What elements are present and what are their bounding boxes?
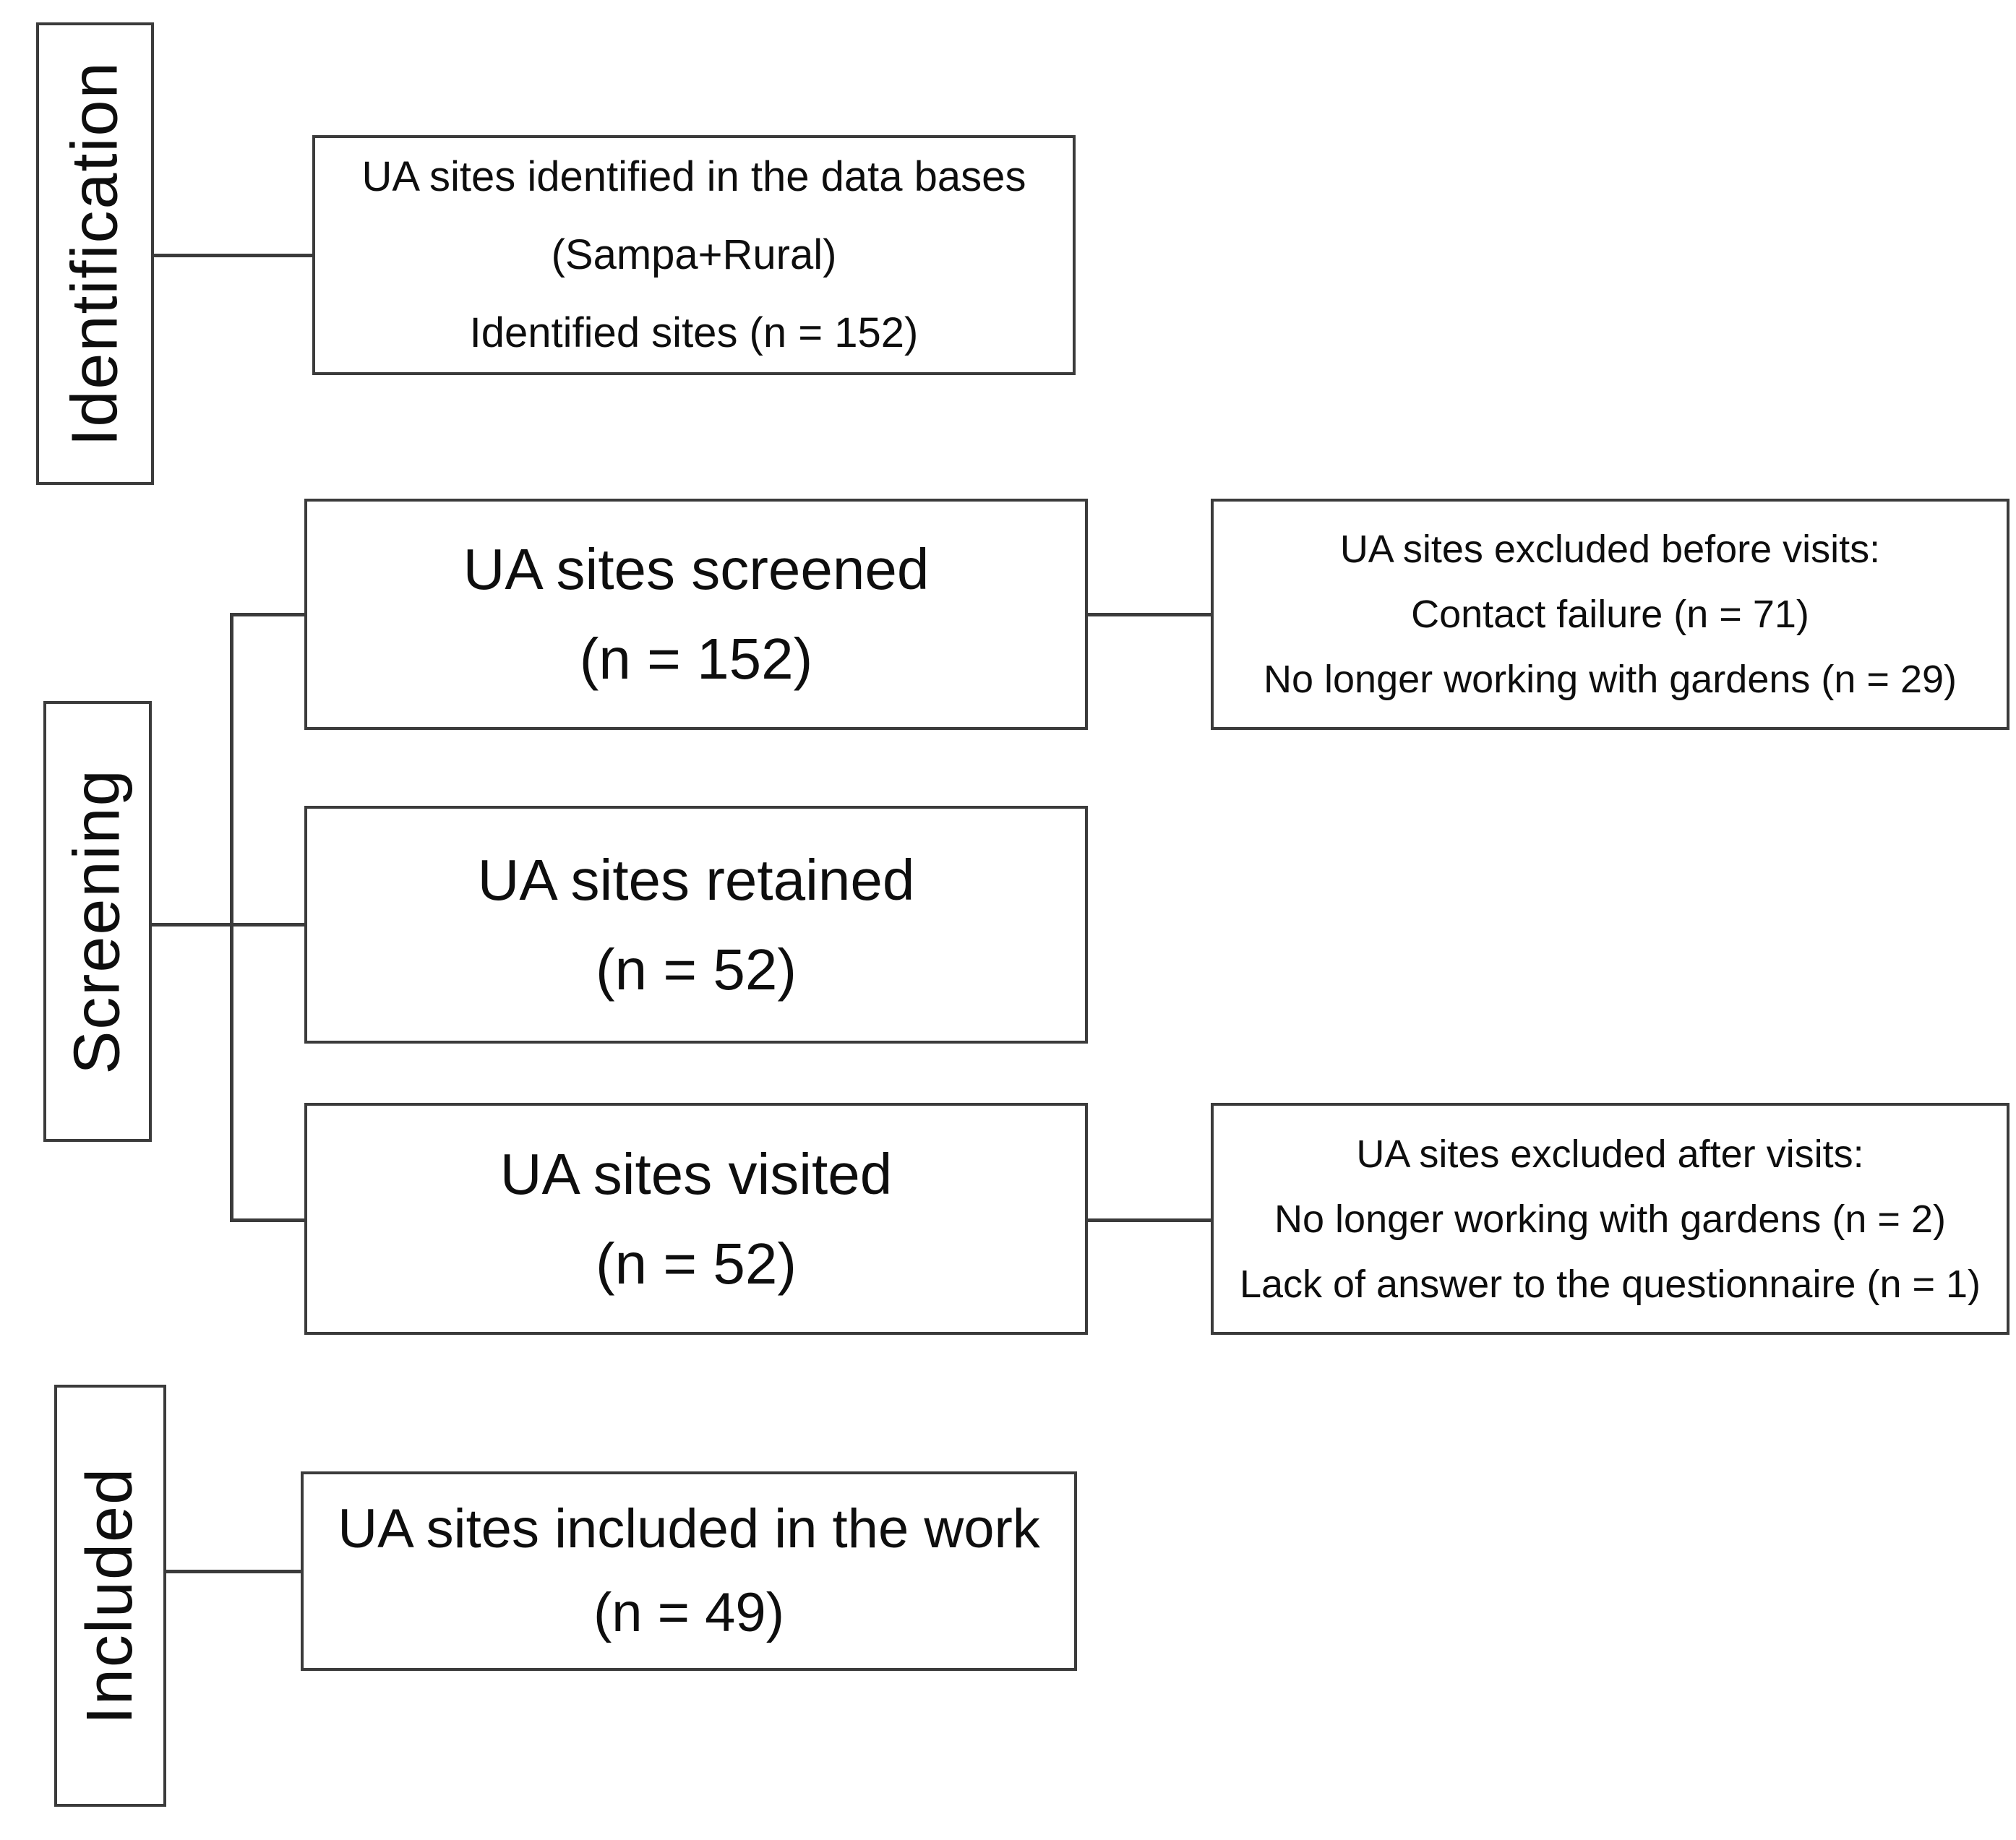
box-identified-sites: UA sites identified in the data bases (S… <box>312 135 1076 375</box>
box-visited-count: (n = 52) <box>596 1231 797 1296</box>
box-included-work-line-1: UA sites included in the work <box>338 1498 1040 1560</box>
box-screened-line-1: UA sites screened <box>463 537 930 601</box>
stage-label-included-text: Included <box>74 1466 147 1725</box>
box-excluded-before-line-1: UA sites excluded before visits: <box>1339 528 1881 571</box>
connector-screening-to-retained <box>152 923 304 927</box>
box-excluded-after-line-1: UA sites excluded after visits: <box>1356 1132 1864 1176</box>
stage-label-identification: Identification <box>36 22 154 485</box>
stage-label-screening: Screening <box>43 701 152 1142</box>
box-excluded-before-line-3: No longer working with gardens (n = 29) <box>1263 658 1957 701</box>
box-identified-line-1: UA sites identified in the data bases <box>361 153 1026 200</box>
connector-visited-to-excluded-after <box>1088 1218 1211 1222</box>
connector-screening-trunk <box>230 613 233 1222</box>
stage-label-identification-text: Identification <box>59 61 132 447</box>
box-screened-count: (n = 152) <box>579 627 813 691</box>
box-included-work-count: (n = 49) <box>593 1582 785 1643</box>
box-excluded-after-line-3: Lack of answer to the questionnaire (n =… <box>1239 1262 1981 1306</box>
connector-screened-to-excluded-before <box>1088 613 1211 616</box>
box-excluded-after-visits: UA sites excluded after visits: No longe… <box>1211 1103 2009 1335</box>
box-identified-line-2: (Sampa+Rural) <box>551 231 837 278</box>
box-retained-line-1: UA sites retained <box>477 847 915 912</box>
stage-label-screening-text: Screening <box>61 768 134 1075</box>
box-sites-retained: UA sites retained (n = 52) <box>304 806 1088 1044</box>
connector-identification-to-identified <box>154 254 312 257</box>
stage-label-included: Included <box>54 1385 166 1807</box>
connector-included-to-included-work <box>166 1570 301 1573</box>
box-visited-line-1: UA sites visited <box>499 1141 893 1206</box>
box-excluded-before-visits: UA sites excluded before visits: Contact… <box>1211 499 2009 730</box>
box-sites-screened: UA sites screened (n = 152) <box>304 499 1088 730</box>
connector-trunk-to-visited <box>230 1218 304 1222</box>
box-identified-line-3: Identified sites (n = 152) <box>469 309 919 356</box>
box-excluded-before-line-2: Contact failure (n = 71) <box>1411 593 1809 636</box>
box-retained-count: (n = 52) <box>596 937 797 1002</box>
connector-trunk-to-screened <box>230 613 304 616</box>
box-sites-included-in-work: UA sites included in the work (n = 49) <box>301 1471 1077 1671</box>
box-excluded-after-line-2: No longer working with gardens (n = 2) <box>1274 1197 1946 1241</box>
box-sites-visited: UA sites visited (n = 52) <box>304 1103 1088 1335</box>
